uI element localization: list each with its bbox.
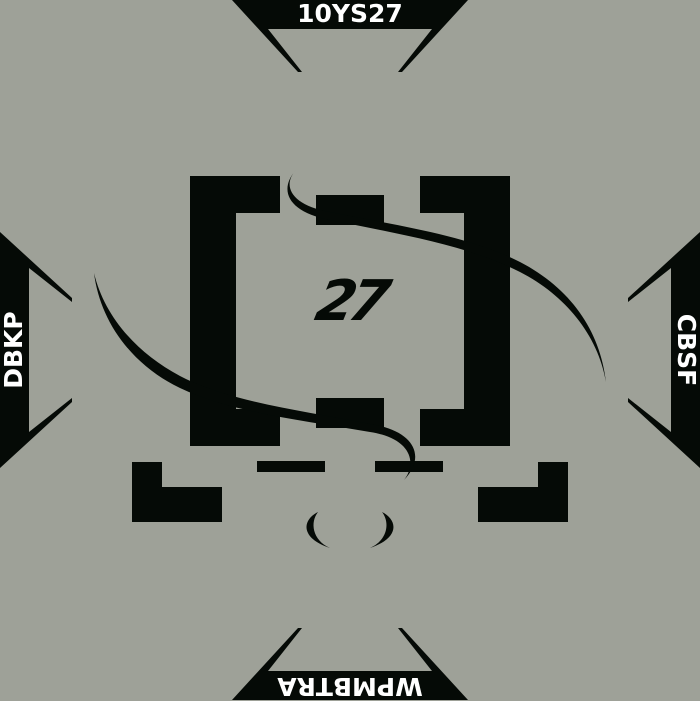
- right-l-shape: [478, 462, 568, 522]
- bottom-banner: [232, 628, 468, 700]
- upper-swoosh: [287, 170, 606, 382]
- top-label: 10YS27: [297, 0, 403, 28]
- left-l-shape: [132, 462, 222, 522]
- center-number: 27: [310, 269, 390, 334]
- top-banner: [232, 0, 468, 72]
- left-bracket: [190, 176, 280, 446]
- right-banner: [628, 232, 700, 468]
- left-heart-curve: [306, 512, 330, 548]
- left-label: DBKP: [0, 311, 28, 389]
- right-heart-curve: [370, 512, 394, 548]
- left-dash: [257, 461, 325, 472]
- right-bracket: [420, 176, 510, 446]
- right-label: CBSF: [672, 313, 700, 387]
- right-dash: [375, 461, 443, 472]
- bottom-label: WPMBTRA: [277, 672, 423, 701]
- left-banner: [0, 232, 72, 468]
